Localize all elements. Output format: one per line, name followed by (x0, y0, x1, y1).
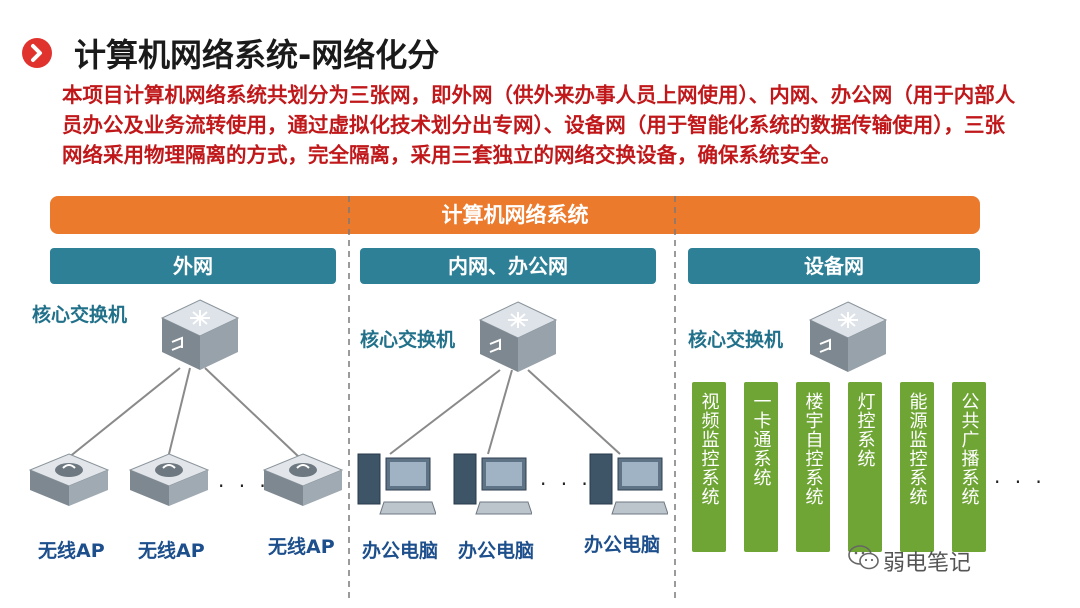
ellipsis-internal: · · · (540, 472, 592, 496)
system-box: 视频监控系统 (692, 382, 726, 552)
core-switch-label-internal: 核心交换机 (360, 329, 456, 351)
network-switch-icon (478, 301, 558, 372)
wechat-icon (848, 545, 879, 570)
ellipsis-device: · · · (994, 470, 1046, 494)
section-header-external: 外网 (50, 248, 336, 284)
description-text: 本项目计算机网络系统共划分为三张网，即外网（供外来办事人员上网使用）、内网、办公… (62, 83, 1016, 167)
section-header-device: 设备网 (688, 248, 980, 284)
node-label: 办公电脑 (362, 540, 439, 562)
section-header-internal: 内网、办公网 (360, 248, 656, 284)
system-box: 灯控系统 (848, 382, 882, 552)
node-label: 办公电脑 (458, 540, 535, 562)
desktop-computer-icon (589, 453, 668, 515)
ellipsis-external: · · · (218, 474, 270, 498)
watermark: 弱电笔记 (883, 551, 972, 576)
network-switch-icon (808, 301, 888, 372)
chevron-right-icon (22, 38, 52, 68)
node-label: 无线AP (38, 540, 105, 562)
system-box: 一卡通系统 (744, 382, 778, 552)
desktop-computer-icon (453, 453, 532, 515)
wireless-ap-icon (262, 453, 344, 506)
wireless-ap-icon (128, 453, 210, 506)
node-label: 无线AP (138, 540, 205, 562)
main-bar: 计算机网络系统 (50, 196, 980, 234)
core-switch-label-external: 核心交换机 (32, 304, 128, 326)
node-label: 无线AP (268, 536, 335, 558)
wireless-ap-icon (28, 453, 110, 506)
core-switch-label-device: 核心交换机 (688, 329, 784, 351)
node-label: 办公电脑 (584, 534, 661, 556)
network-switch-icon (160, 299, 240, 370)
system-box: 楼宇自控系统 (796, 382, 830, 552)
system-box: 公共广播系统 (952, 382, 986, 552)
desktop-computer-icon (357, 453, 436, 515)
page-title: 计算机网络系统-网络化分 (74, 36, 440, 74)
system-box: 能源监控系统 (900, 382, 934, 552)
